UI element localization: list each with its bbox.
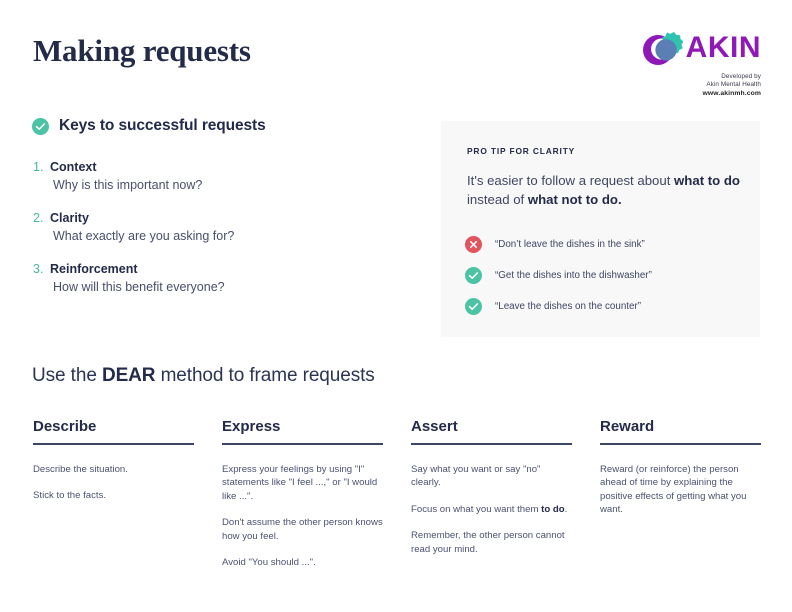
pro-tip-lead: It's easier to follow a request about wh… — [467, 171, 745, 209]
key-title: Reinforcement — [50, 262, 138, 276]
dear-column-title: Reward — [600, 418, 655, 435]
pro-tip-lead-bold1: what to do — [674, 173, 740, 188]
key-title: Clarity — [50, 211, 89, 225]
key-description: How will this benefit everyone? — [53, 280, 225, 294]
check-circle-icon — [465, 267, 482, 284]
dear-column-assert: Assert Say what you want or say "no" cle… — [411, 418, 572, 570]
dear-paragraph: Express your feelings by using "I" state… — [222, 463, 378, 502]
dear-heading: Use the DEAR method to frame requests — [32, 365, 375, 387]
keys-list: 1. Context Why is this important now? 2.… — [33, 160, 363, 296]
dear-column-rule — [33, 443, 194, 445]
key-description: What exactly are you asking for? — [53, 229, 235, 243]
dear-column-title: Assert — [411, 418, 458, 435]
dear-heading-part2: method to frame requests — [155, 365, 375, 386]
pro-tip-panel: PRO TIP FOR CLARITY It's easier to follo… — [441, 121, 760, 337]
dear-column-reward: Reward Reward (or reinforce) the person … — [600, 418, 761, 570]
keys-heading-label: Keys to successful requests — [59, 117, 266, 134]
list-item: 1. Context Why is this important now? — [33, 160, 363, 194]
dear-column-rule — [600, 443, 761, 445]
dear-paragraph-pre: Focus on what you want them — [411, 503, 542, 515]
dear-heading-part1: Use the — [32, 365, 102, 386]
key-number: 3. — [33, 262, 44, 276]
list-item: “Get the dishes into the dishwasher” — [465, 260, 750, 291]
keys-heading: Keys to successful requests — [32, 117, 266, 135]
list-item: “Leave the dishes on the counter” — [465, 291, 750, 322]
akin-logo-mark-icon — [639, 26, 683, 70]
dear-paragraph: Describe the situation. — [33, 463, 128, 475]
dear-paragraph: Don't assume the other person knows how … — [222, 517, 383, 542]
example-text: “Get the dishes into the dishwasher” — [495, 269, 652, 281]
pro-tip-example-list: “Don’t leave the dishes in the sink” “Ge… — [465, 229, 750, 322]
list-item: 3. Reinforcement How will this benefit e… — [33, 262, 363, 296]
x-circle-icon — [465, 236, 482, 253]
example-text: “Leave the dishes on the counter” — [495, 300, 641, 312]
dear-heading-acronym: DEAR — [101, 365, 156, 386]
dear-paragraph: Remember, the other person cannot read y… — [411, 530, 565, 555]
pro-tip-lead-bold2: what not to do. — [527, 192, 622, 207]
pro-tip-label: PRO TIP FOR CLARITY — [467, 146, 576, 156]
dear-paragraph: Stick to the facts. — [33, 490, 107, 501]
logo-tagline-line2: Akin Mental Health — [706, 81, 761, 89]
pro-tip-lead-part2: instead of — [467, 192, 528, 207]
dear-column-title: Describe — [33, 418, 97, 435]
pro-tip-lead-part1: It's easier to follow a request about — [467, 173, 675, 188]
list-item: “Don’t leave the dishes in the sink” — [465, 229, 750, 260]
dear-column-rule — [222, 443, 383, 445]
dear-paragraph-bold: to do — [541, 503, 565, 515]
dear-columns: Describe Describe the situation. Stick t… — [33, 418, 761, 570]
key-number: 2. — [33, 211, 44, 225]
dear-paragraph: Avoid "You should ...". — [222, 557, 316, 568]
page-title: Making requests — [33, 33, 251, 68]
dear-paragraph-post: . — [564, 503, 568, 515]
logo-website-url: www.akinmh.com — [702, 89, 761, 97]
key-description: Why is this important now? — [53, 178, 203, 192]
dear-paragraph-mixed: Focus on what you want them to do. — [411, 503, 572, 517]
example-text: “Don’t leave the dishes in the sink” — [495, 238, 645, 250]
akin-wordmark: AKIN — [685, 31, 761, 64]
key-title: Context — [50, 160, 97, 174]
dear-column-title: Express — [222, 418, 281, 435]
dear-paragraph: Say what you want or say "no" clearly. — [411, 463, 541, 489]
logo-tagline: Developed by Akin Mental Health www.akin… — [641, 73, 761, 98]
dear-column-describe: Describe Describe the situation. Stick t… — [33, 418, 194, 570]
dear-column-express: Express Express your feelings by using "… — [222, 418, 383, 570]
check-circle-icon — [32, 117, 49, 135]
logo-tagline-line1: Developed by — [721, 73, 761, 80]
dear-paragraph: Reward (or reinforce) the person ahead o… — [600, 463, 747, 516]
check-circle-icon — [465, 298, 482, 315]
dear-column-rule — [411, 443, 572, 445]
akin-logo: AKIN Developed by Akin Mental Health www… — [641, 26, 761, 100]
list-item: 2. Clarity What exactly are you asking f… — [33, 211, 363, 245]
key-number: 1. — [33, 160, 44, 174]
